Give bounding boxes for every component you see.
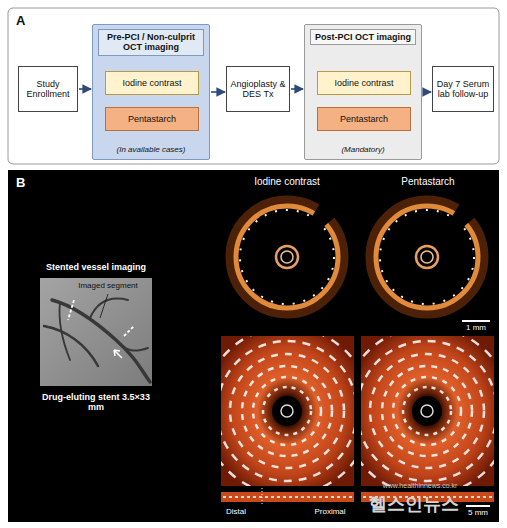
longitudinal-view: [221, 492, 354, 502]
position-marker: [262, 488, 263, 506]
scale-bar: [466, 505, 490, 507]
process-box: Angioplasty & DES Tx: [226, 66, 290, 112]
segment-label: Imaged segment: [68, 281, 148, 290]
panel: B: [8, 170, 499, 522]
box-label: Pentastarch: [340, 114, 388, 124]
scale-label: 5 mm: [463, 508, 493, 517]
oct-3d-render: [203, 327, 371, 495]
drawing-part: [68, 300, 74, 320]
scale-bar: [462, 320, 490, 322]
process-box: Pentastarch: [317, 107, 411, 131]
drawing-part: [90, 299, 128, 318]
watermark: 헬스인뉴스: [366, 494, 462, 515]
leader-line: [100, 294, 108, 318]
process-box: Day 7 Serum lab follow-up: [432, 66, 494, 112]
image-heading: Stented vessel imaging: [31, 262, 161, 272]
angiogram: [40, 278, 152, 386]
group-box: Post-PCI OCT imaging (Mandatory) Iodine co…: [304, 24, 422, 160]
drawing-part: [120, 344, 148, 351]
segment-markers: [68, 300, 134, 336]
box-label: Pentastarch: [128, 114, 176, 124]
box-label: Angioplasty & DES Tx: [230, 79, 286, 100]
box-label: Iodine contrast: [122, 78, 181, 88]
process-box: Iodine contrast: [105, 71, 199, 95]
drawing-part: [59, 302, 70, 360]
group-note: (Mandatory): [310, 145, 416, 154]
box-label: Iodine contrast: [334, 78, 393, 88]
direction-label: Proximal: [308, 507, 352, 516]
group-heading: Post-PCI OCT imaging: [310, 29, 416, 45]
group-heading: Pre-PCI / Non-culprit OCT imaging: [98, 29, 204, 56]
oct-cross-section: [361, 192, 494, 322]
panel: A Study Enrollment Pre-PCI / Non-culprit O…: [8, 8, 499, 164]
group-note: (In available cases): [98, 145, 204, 154]
coronary-vessels: [44, 299, 150, 382]
flow-arrow: [79, 88, 91, 90]
pointer-arrow: [114, 350, 122, 358]
oct-cross-section: [221, 192, 354, 322]
column-heading: Pentastarch: [368, 176, 488, 188]
scale-label: 1 mm: [459, 323, 493, 332]
box-label: Study Enrollment: [22, 79, 74, 100]
drawing-part: [124, 326, 134, 336]
watermark: www.healthinnews.co.kr: [372, 482, 468, 490]
flow-arrow: [291, 88, 303, 90]
process-box: Iodine contrast: [317, 71, 411, 95]
flow-arrow: [423, 91, 431, 93]
flow-arrow: [211, 91, 225, 93]
panel-letter: B: [16, 175, 25, 190]
stent-caption: Drug-eluting stent 3.5×33 mm: [40, 392, 152, 413]
oct-3d-render: [343, 327, 507, 495]
panel-frame: [8, 8, 499, 164]
box-label: Day 7 Serum lab follow-up: [436, 79, 490, 100]
drawing-part: [44, 326, 98, 366]
process-box: Study Enrollment: [18, 66, 78, 112]
direction-label: Distal: [216, 507, 256, 516]
process-box: Pentastarch: [105, 107, 199, 131]
column-heading: Iodine contrast: [227, 176, 347, 188]
drawing-part: [52, 300, 150, 382]
group-box: Pre-PCI / Non-culprit OCT imaging (In ava…: [92, 24, 210, 160]
panel-letter: A: [16, 13, 25, 28]
